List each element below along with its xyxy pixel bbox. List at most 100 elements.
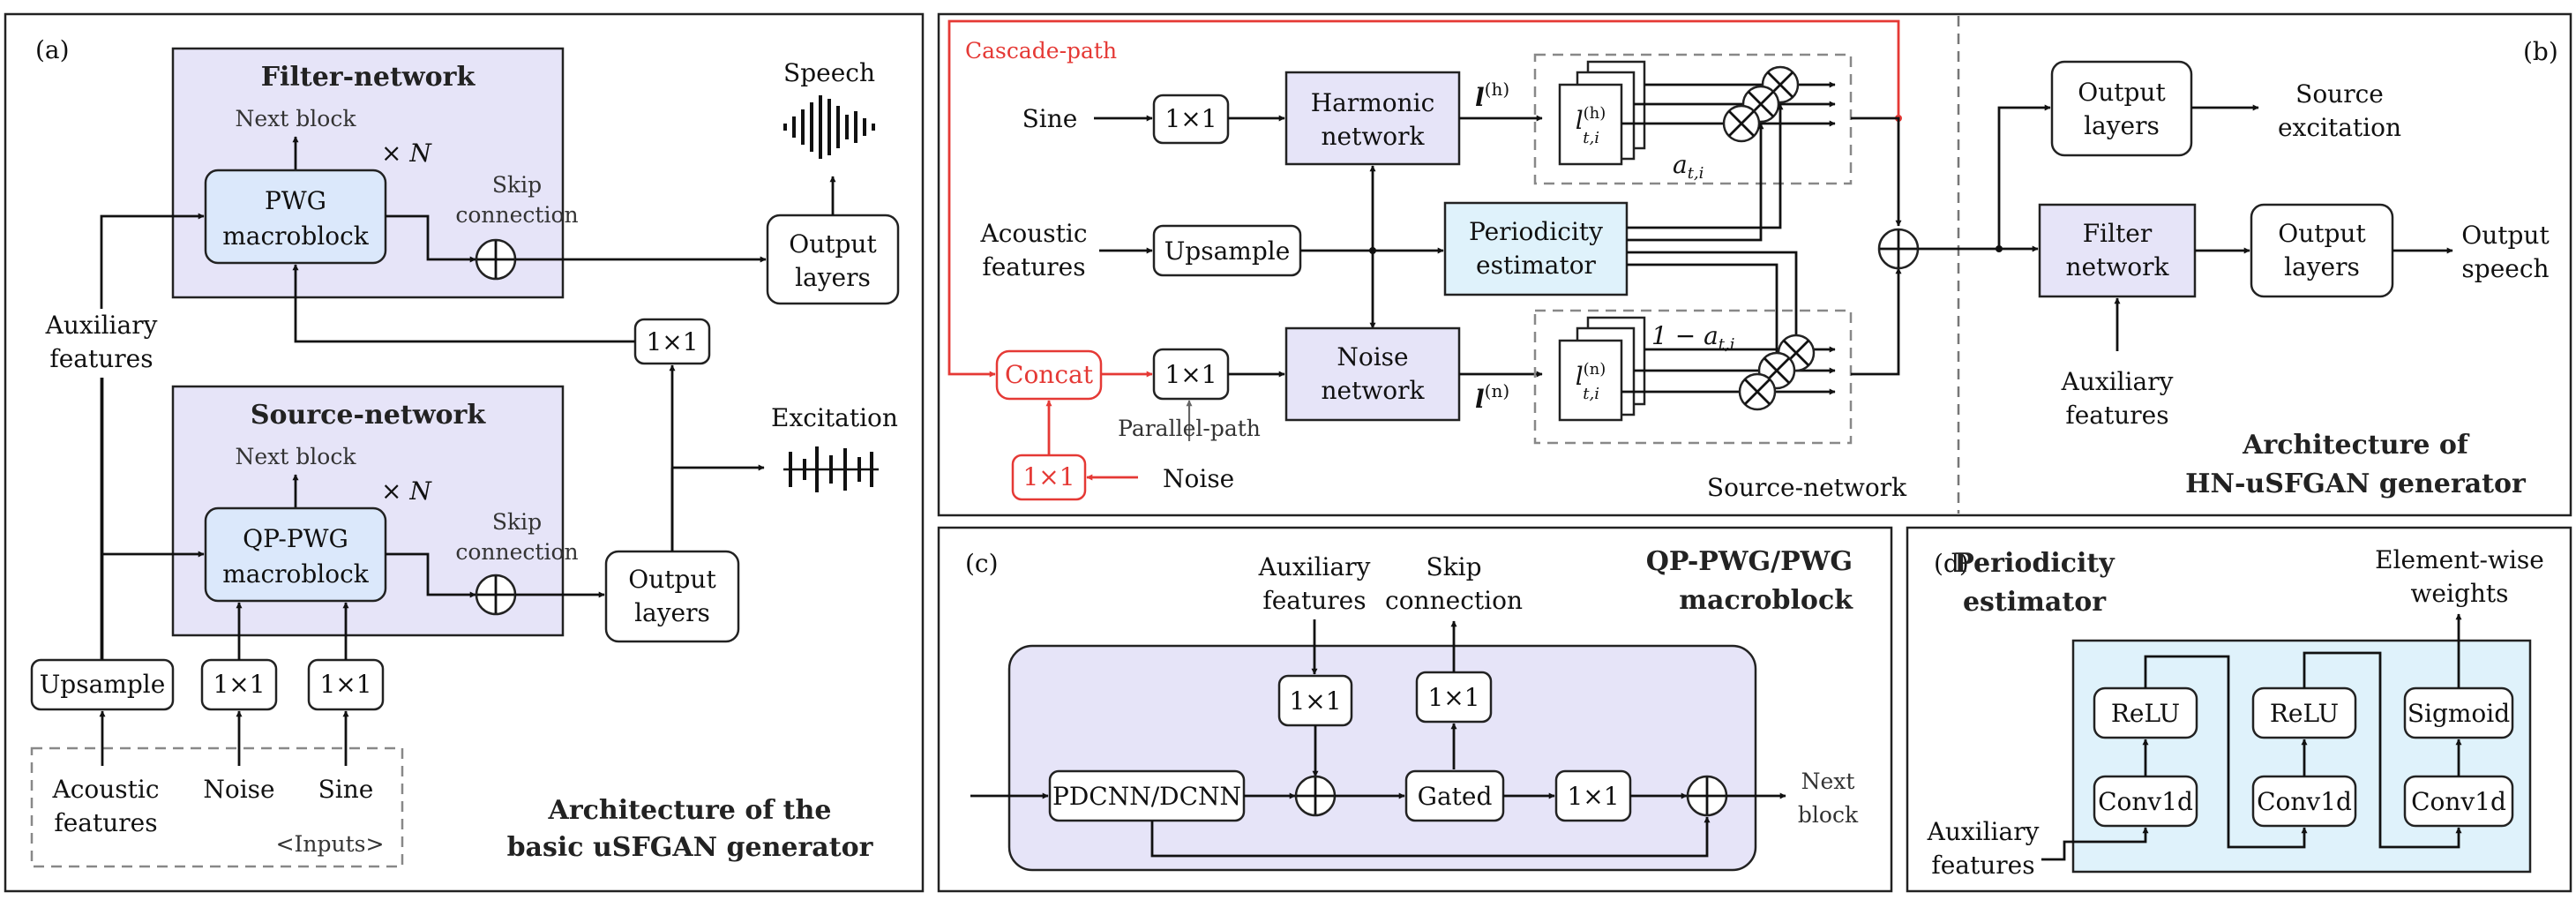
svg-text:Acoustic: Acoustic — [979, 219, 1087, 248]
svg-text:Sigmoid: Sigmoid — [2408, 699, 2510, 728]
output-layers-b-top — [2050, 60, 2193, 157]
svg-text:Conv1d: Conv1d — [2098, 787, 2193, 816]
svg-text:Auxiliary: Auxiliary — [2061, 367, 2174, 396]
svg-text:layers: layers — [634, 598, 710, 627]
svg-text:excitation: excitation — [2278, 113, 2401, 142]
inputs-label: <Inputs> — [276, 831, 385, 857]
harmonic-network — [1284, 71, 1461, 166]
panel-a-tag: (a) — [35, 35, 70, 64]
svg-text:network: network — [2065, 252, 2169, 281]
speech-waveform-icon — [783, 95, 875, 159]
svg-text:1×1: 1×1 — [1567, 782, 1619, 811]
svg-text:Gated: Gated — [1418, 782, 1493, 811]
svg-text:PWG: PWG — [265, 186, 326, 215]
noise-weighting-group — [1533, 309, 1853, 445]
svg-text:macroblock: macroblock — [222, 221, 370, 251]
inputs-group — [30, 746, 404, 868]
svg-text:Auxiliary: Auxiliary — [1258, 552, 1371, 581]
svg-text:network: network — [1321, 122, 1425, 151]
svg-text:Element-wise: Element-wise — [2375, 545, 2544, 574]
caption-a-line2: basic uSFGAN generator — [507, 832, 874, 863]
svg-text:Skip: Skip — [492, 172, 542, 198]
svg-text:layers: layers — [795, 263, 871, 292]
panel-d-title-2: estimator — [1963, 587, 2107, 618]
svg-text:PDCNN/DCNN: PDCNN/DCNN — [1052, 782, 1241, 811]
source-network-title: Source-network — [251, 400, 486, 431]
svg-text:features: features — [49, 344, 153, 373]
svg-text:features: features — [1931, 851, 2034, 880]
panel-c-tag: (c) — [965, 549, 999, 578]
svg-text:layers: layers — [2284, 252, 2360, 281]
svg-text:Noise: Noise — [1337, 342, 1408, 371]
svg-text:1×1: 1×1 — [1427, 683, 1479, 712]
panel-d: (d) Periodicity estimator Element-wise w… — [1906, 526, 2572, 893]
filter-network-title: Filter-network — [261, 62, 476, 93]
svg-text:Sine: Sine — [318, 775, 374, 804]
svg-text:Output: Output — [2078, 78, 2166, 107]
svg-text:connection: connection — [1385, 586, 1523, 615]
panel-b-tag: (b) — [2523, 37, 2558, 66]
next-block-label: Next block — [236, 106, 357, 131]
aux-features-label-a: Auxiliary — [45, 311, 158, 340]
caption-a-line1: Architecture of the — [548, 795, 832, 826]
panel-c-title-2: macroblock — [1679, 585, 1853, 616]
noise-label-b: Noise — [1163, 464, 1234, 493]
svg-text:Output: Output — [789, 229, 877, 259]
excitation-pulse-icon — [783, 446, 879, 492]
svg-text:1×1: 1×1 — [1022, 462, 1075, 491]
svg-text:ReLU: ReLU — [2111, 699, 2180, 728]
macroblock-container — [1007, 644, 1757, 872]
svg-text:Periodicity: Periodicity — [1469, 217, 1603, 246]
svg-text:layers: layers — [2084, 111, 2160, 140]
svg-text:Acoustic: Acoustic — [51, 775, 159, 804]
excitation-label: Excitation — [771, 403, 898, 432]
svg-text:block: block — [1798, 802, 1859, 828]
noise-network — [1284, 326, 1461, 422]
panel-b: (b) Cascade-path Sine 1×1 Harmonic netwo… — [937, 12, 2572, 517]
svg-text:× N: × N — [381, 476, 432, 506]
svg-text:Source: Source — [2295, 79, 2384, 109]
svg-text:1×1: 1×1 — [1289, 686, 1341, 716]
svg-text:Harmonic: Harmonic — [1311, 88, 1435, 117]
svg-text:connection: connection — [455, 539, 578, 565]
times-n-label: × N — [381, 139, 432, 168]
svg-text:estimator: estimator — [1476, 251, 1597, 280]
svg-text:Upsample: Upsample — [1164, 236, 1291, 266]
panel-a: (a) Filter-network Next block × N PWG ma… — [4, 12, 925, 893]
panel-c-title-1: QP-PWG/PWG — [1646, 546, 1853, 577]
panel-d-tag: (d) — [1934, 549, 1969, 578]
one-minus-a-label: 1 − at,i — [1651, 321, 1735, 354]
svg-text:1×1: 1×1 — [1164, 104, 1217, 133]
source-network-label: Source-network — [1707, 473, 1907, 502]
svg-text:1×1: 1×1 — [646, 327, 698, 356]
harmonic-components-stack — [1558, 83, 1623, 166]
svg-text:ReLU: ReLU — [2270, 699, 2339, 728]
svg-text:Next: Next — [1801, 769, 1855, 794]
l-n-label: l(n) — [1475, 380, 1509, 414]
panel-c: (c) QP-PWG/PWG macroblock Auxiliary feat… — [937, 526, 1893, 893]
svg-text:Output: Output — [628, 565, 716, 594]
svg-text:Output: Output — [2278, 219, 2366, 248]
svg-text:Sine: Sine — [1022, 104, 1078, 133]
speech-label: Speech — [783, 58, 875, 87]
svg-text:Next block: Next block — [236, 444, 357, 469]
svg-text:weights: weights — [2410, 579, 2508, 608]
caption-b-line1: Architecture of — [2242, 430, 2470, 461]
svg-text:Output: Output — [2461, 221, 2550, 250]
svg-text:features: features — [1262, 586, 1366, 615]
svg-text:QP-PWG: QP-PWG — [243, 524, 348, 553]
svg-text:Skip: Skip — [492, 509, 542, 535]
svg-text:1×1: 1×1 — [1164, 360, 1217, 389]
caption-b-line2: HN-uSFGAN generator — [2185, 469, 2527, 499]
a-ti-label: at,i — [1673, 150, 1704, 183]
l-h-label: l(h) — [1475, 79, 1509, 112]
svg-text:Upsample: Upsample — [40, 670, 166, 699]
svg-text:connection: connection — [455, 202, 578, 228]
estimator-container — [2071, 639, 2532, 874]
svg-text:macroblock: macroblock — [222, 559, 370, 589]
noise-components-stack — [1558, 339, 1623, 422]
svg-text:Concat: Concat — [1005, 360, 1094, 389]
svg-text:Noise: Noise — [203, 775, 274, 804]
svg-text:speech: speech — [2461, 254, 2549, 283]
